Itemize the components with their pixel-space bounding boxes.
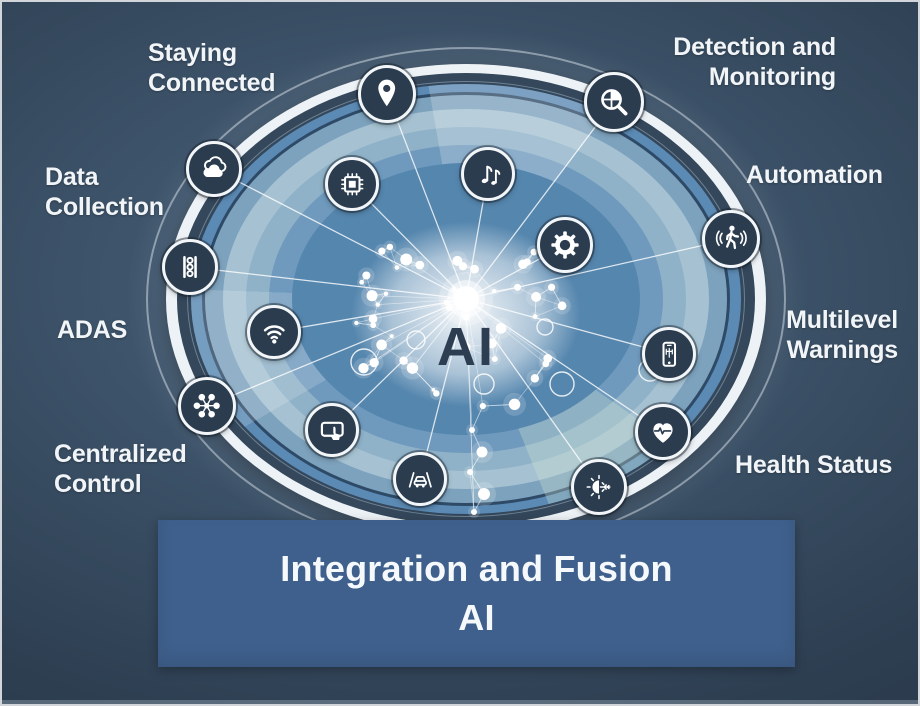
badge-cloud — [186, 141, 242, 197]
pedestrian-detection-icon — [716, 225, 748, 250]
touchscreen-icon — [320, 421, 344, 440]
badge-sensor-column — [162, 239, 218, 295]
music-notes-icon — [481, 165, 501, 185]
label-centralized-control: Centralized Control — [54, 440, 187, 498]
label-automation: Automation — [746, 161, 883, 189]
label-detection-monitoring: Detection and Monitoring — [673, 33, 836, 91]
badge-location-pin — [358, 65, 416, 123]
badge-music-notes — [461, 147, 515, 201]
bottom-edge-strip — [2, 700, 918, 704]
title-banner: Integration and Fusion AI — [158, 520, 795, 667]
badge-pedestrian-detection — [702, 210, 760, 268]
label-health-status: Health Status — [735, 451, 893, 479]
banner-title: Integration and Fusion — [280, 548, 673, 589]
badge-search-analysis — [584, 72, 644, 132]
badge-wifi — [247, 305, 301, 359]
badge-climate-control — [571, 459, 627, 515]
ring-thin-light — [187, 81, 745, 517]
label-staying-connected: Staying Connected — [148, 39, 276, 97]
smartphone-diagnostics-icon — [662, 341, 676, 367]
hub-network-icon — [193, 394, 221, 418]
badge-touchscreen — [305, 403, 359, 457]
location-pin-icon — [378, 79, 396, 107]
cloud-icon — [203, 156, 227, 177]
label-multilevel-warnings: Multilevel Warnings — [786, 306, 898, 364]
badge-hub-network — [178, 377, 236, 435]
badge-smartphone-diagnostics — [642, 327, 696, 381]
wifi-icon — [263, 325, 285, 344]
label-data-collection: Data Collection — [45, 163, 164, 221]
banner-subtitle: AI — [458, 597, 495, 638]
gear-icon — [551, 231, 579, 259]
chip-icon — [340, 172, 364, 196]
badge-lane-assist-car — [393, 452, 447, 506]
search-analysis-icon — [600, 88, 628, 116]
climate-control-icon — [586, 474, 611, 500]
badge-heart-health — [635, 404, 691, 460]
label-adas: ADAS — [57, 316, 128, 344]
badge-gear — [537, 217, 593, 273]
badge-chip — [325, 157, 379, 211]
heart-health-icon — [653, 423, 673, 443]
ai-center-label: AI — [437, 317, 495, 377]
lane-assist-car-icon — [408, 471, 432, 488]
sensor-column-icon — [183, 255, 197, 279]
